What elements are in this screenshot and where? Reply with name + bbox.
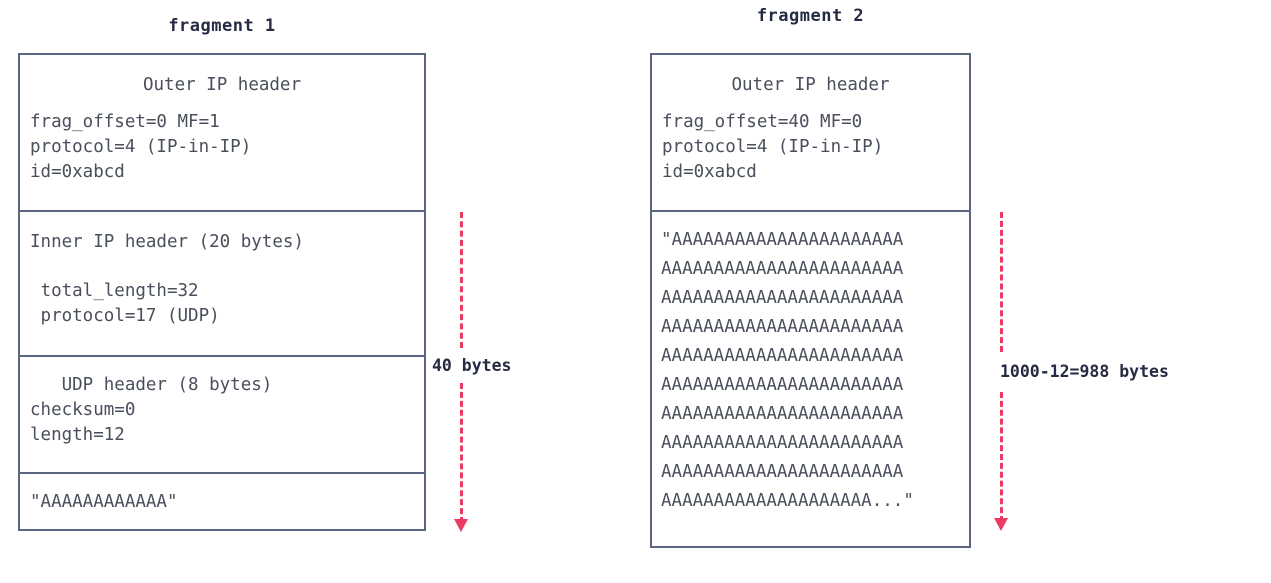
fragment2-payload-line: AAAAAAAAAAAAAAAAAAAAAAA	[661, 404, 904, 424]
fragment1-size-label: 40 bytes	[432, 356, 512, 375]
fragment1-udp-header-section: UDP header (8 bytes) checksum=0 length=1…	[20, 357, 424, 474]
fragment1-inner-ip-header-heading: Inner IP header (20 bytes)	[30, 232, 304, 252]
fragment2-title: fragment 2	[756, 6, 865, 26]
fragment1-outer-ip-header-heading: Outer IP header	[142, 75, 302, 95]
fragment2-protocol-line: protocol=4 (IP-in-IP)	[662, 137, 884, 157]
fragment1-inner-ip-header-section: Inner IP header (20 bytes) total_length=…	[20, 212, 424, 357]
fragment1-size-arrow-upper-segment	[460, 212, 463, 348]
fragment2-payload-line: AAAAAAAAAAAAAAAAAAAAAAA	[661, 317, 904, 337]
fragment2-payload-line: "AAAAAAAAAAAAAAAAAAAAAA	[661, 230, 904, 250]
fragment2-id-line: id=0xabcd	[662, 162, 757, 182]
fragment2-payload-line: AAAAAAAAAAAAAAAAAAAAAAA	[661, 375, 904, 395]
fragment2-payload-line: AAAAAAAAAAAAAAAAAAAAAAA	[661, 288, 904, 308]
spacer	[20, 98, 424, 110]
fragment1-payload-line: "AAAAAAAAAAAA"	[30, 492, 178, 512]
fragment1-checksum-line: checksum=0	[30, 400, 136, 420]
fragment2-size-arrow-lower-segment	[1000, 392, 1003, 522]
fragment2-frag-offset-line: frag_offset=40 MF=0	[662, 112, 863, 132]
fragment1-protocol-line: protocol=4 (IP-in-IP)	[30, 137, 252, 157]
fragment1-title: fragment 1	[168, 16, 276, 36]
spacer	[20, 255, 424, 279]
fragment2-outer-ip-header-heading: Outer IP header	[731, 75, 890, 95]
fragment1-inner-protocol-line: protocol=17 (UDP)	[30, 306, 220, 326]
fragment1-total-length-line: total_length=32	[30, 281, 199, 301]
fragment1-packet-box: Outer IP header frag_offset=0 MF=1 proto…	[18, 53, 426, 531]
fragment1-payload-section: "AAAAAAAAAAAA"	[20, 474, 424, 529]
fragment2-size-label: 1000-12=988 bytes	[1000, 362, 1169, 381]
fragment1-size-arrow-lower-segment	[460, 383, 463, 523]
fragment2-packet-box: Outer IP header frag_offset=40 MF=0 prot…	[650, 53, 971, 548]
fragment1-udp-header-heading: UDP header (8 bytes)	[30, 375, 273, 395]
fragment1-length-line: length=12	[30, 425, 125, 445]
fragment2-size-arrow-upper-segment	[1000, 212, 1003, 352]
fragment1-id-line: id=0xabcd	[30, 162, 125, 182]
fragment2-payload-line: AAAAAAAAAAAAAAAAAAAA..."	[661, 491, 914, 511]
fragment2-payload-section: "AAAAAAAAAAAAAAAAAAAAAA AAAAAAAAAAAAAAAA…	[652, 212, 969, 546]
spacer	[652, 98, 969, 110]
fragment2-outer-ip-header-section: Outer IP header frag_offset=40 MF=0 prot…	[652, 55, 969, 212]
fragment2-payload-line: AAAAAAAAAAAAAAAAAAAAAAA	[661, 346, 904, 366]
fragment2-payload-line: AAAAAAAAAAAAAAAAAAAAAAA	[661, 462, 904, 482]
fragment2-payload-line: AAAAAAAAAAAAAAAAAAAAAAA	[661, 433, 904, 453]
fragment1-size-arrowhead-icon	[454, 519, 468, 532]
fragment2-size-arrowhead-icon	[994, 518, 1008, 531]
fragment1-outer-ip-header-section: Outer IP header frag_offset=0 MF=1 proto…	[20, 55, 424, 212]
fragment2-payload-line: AAAAAAAAAAAAAAAAAAAAAAA	[661, 259, 904, 279]
fragment1-frag-offset-line: frag_offset=0 MF=1	[30, 112, 220, 132]
